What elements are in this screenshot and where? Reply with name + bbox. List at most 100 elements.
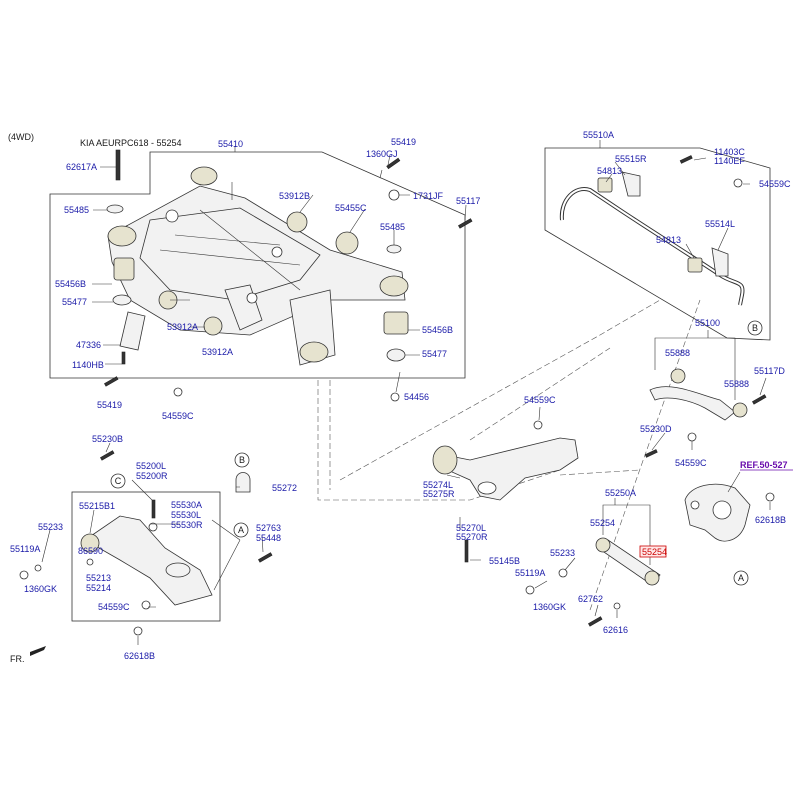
bolt-62617a-shape bbox=[115, 149, 121, 181]
label-nut-55119a-m: 55119A bbox=[515, 568, 545, 578]
label-bush-55274l: 55274L bbox=[423, 480, 453, 490]
label-bracket-55515r: 55515R bbox=[615, 154, 647, 164]
nut-55233-m-shape bbox=[558, 568, 568, 578]
label-bolt-55419-b: 55419 bbox=[97, 400, 122, 410]
circle-b-left-label: B bbox=[239, 455, 245, 465]
label-bolt-62762: 62762 bbox=[578, 594, 603, 604]
bolt-55230d-shape bbox=[644, 449, 658, 458]
label-arm-55213: 55213 bbox=[86, 573, 111, 583]
nut-54559c-l-shape bbox=[141, 600, 151, 610]
bush-55456b-r-shape bbox=[383, 311, 409, 335]
upper-arm-shape bbox=[649, 386, 736, 421]
bolt-11403c-shape bbox=[679, 155, 693, 164]
seat-55272-shape bbox=[235, 472, 251, 493]
stabilizer-group bbox=[544, 140, 771, 341]
label-nut-62618b-l: 62618B bbox=[124, 651, 155, 661]
model-label: KIA AEURPC618 - 55254 bbox=[80, 138, 182, 148]
bush-55456b-l-shape bbox=[113, 257, 135, 281]
bush-55455c-shape bbox=[335, 231, 359, 255]
label-clip-1360gk-m: 1360GK bbox=[533, 602, 566, 612]
label-stopper-55477-l: 55477 bbox=[62, 297, 87, 307]
label-bracket-55514l: 55514L bbox=[705, 219, 735, 229]
bolt-1140hb-shape bbox=[121, 351, 126, 365]
label-lower-assy: 55250A bbox=[605, 488, 636, 498]
label-clip-86590: 86590 bbox=[78, 546, 103, 556]
bolt-55117d-shape bbox=[752, 394, 767, 405]
bush-54813-b-shape bbox=[687, 257, 703, 273]
circle-b-left bbox=[234, 452, 250, 468]
label-bush-55455c: 55455C bbox=[335, 203, 367, 213]
label-arm-55214: 55214 bbox=[86, 583, 111, 593]
front-label: FR. bbox=[10, 654, 25, 664]
label-bush-55888-r: 55888 bbox=[724, 379, 749, 389]
label-nut-55119a-l: 55119A bbox=[10, 544, 40, 554]
label-bolt-55117d: 55117D bbox=[754, 366, 785, 376]
label-cap-55448: 55448 bbox=[256, 533, 281, 543]
label-seat-55272: 55272 bbox=[272, 483, 297, 493]
label-washer-55485-l: 55485 bbox=[64, 205, 89, 215]
label-nut-55233-l: 55233 bbox=[38, 522, 63, 532]
nut-54559c-m-shape bbox=[687, 432, 697, 442]
label-trail-arm-l: 55270L bbox=[456, 523, 486, 533]
label-stab-assy: 55510A bbox=[583, 130, 614, 140]
label-bush-55456b-r: 55456B bbox=[422, 325, 453, 335]
label-bush-55215b1: 55215B1 bbox=[79, 501, 115, 511]
bolt-55145b-shape bbox=[464, 539, 469, 563]
label-nut-54559c-l: 54559C bbox=[98, 602, 130, 612]
label-bush-53912a-r: 53912A bbox=[202, 347, 233, 357]
bush-55274l-shape bbox=[432, 445, 458, 475]
bush-54813-t-shape bbox=[597, 177, 613, 193]
label-ring-1731jf: 1731JF bbox=[413, 191, 444, 201]
ring-1731jf-shape bbox=[388, 189, 400, 201]
bush-53912b-shape bbox=[286, 211, 308, 233]
subframe-drawing bbox=[107, 166, 409, 366]
label-bolt-55117: 55117 bbox=[456, 196, 480, 206]
label-washer-55485-r: 55485 bbox=[380, 222, 405, 232]
label-bracket-47336: 47336 bbox=[76, 340, 101, 350]
label-link-55530l: 55530L bbox=[171, 510, 201, 520]
drive-type-label: (4WD) bbox=[8, 132, 34, 142]
label-nut-54559c-m: 54559C bbox=[675, 458, 707, 468]
label-bush-55888-l: 55888 bbox=[665, 348, 690, 358]
circle-a-left-label: A bbox=[238, 525, 244, 535]
nut-54559c-tr-shape bbox=[733, 178, 743, 188]
label-subframe: 55410 bbox=[218, 139, 243, 149]
nut-54559c-b-shape bbox=[173, 387, 183, 397]
nut-54456-shape bbox=[390, 392, 400, 402]
label-nut-54559c-tr: 54559C bbox=[759, 179, 791, 189]
lower-arm-55213-shape bbox=[84, 515, 213, 606]
circle-a-left bbox=[233, 522, 249, 538]
circle-a-knuckle-label: A bbox=[738, 573, 744, 583]
trailing-arm-shape bbox=[444, 437, 579, 501]
label-nut-54559c-b: 54559C bbox=[162, 411, 194, 421]
bush-53912a-r-shape bbox=[203, 316, 223, 336]
label-bush-54813-t: 54813 bbox=[597, 166, 622, 176]
label-bush-55275r: 55275R bbox=[423, 489, 455, 499]
washer-62616-shape bbox=[613, 602, 621, 610]
label-bolt-55419-t: 55419 bbox=[391, 137, 416, 147]
stabilizer-bar-shape bbox=[559, 187, 745, 306]
label-link-55530a: 55530A bbox=[171, 500, 202, 510]
circle-a-knuckle bbox=[733, 570, 749, 586]
trailing-arm-group bbox=[432, 406, 579, 563]
link-55200-shape bbox=[148, 522, 158, 532]
label-link-55200r: 55200R bbox=[136, 471, 168, 481]
label-bush-53912a-l: 53912A bbox=[167, 322, 198, 332]
washer-55485-r-shape bbox=[386, 244, 402, 254]
front-arrow: FR. bbox=[10, 646, 46, 664]
label-bolt-11403c: 11403C bbox=[714, 147, 745, 157]
bush-55888-l-shape bbox=[670, 368, 686, 384]
label-clip-1360gj: 1360GJ bbox=[366, 149, 398, 159]
nut-62618b-l-shape bbox=[133, 626, 143, 636]
label-link-55530r: 55530R bbox=[171, 520, 203, 530]
bracket-55514l-shape bbox=[711, 247, 729, 277]
lower-arm-group bbox=[525, 498, 661, 627]
circle-c bbox=[110, 473, 126, 489]
label-bolt-52763: 52763 bbox=[256, 523, 281, 533]
highlight-box bbox=[639, 545, 667, 558]
reference-label: REF.50-527 bbox=[740, 460, 788, 470]
label-trail-arm-r: 55270R bbox=[456, 532, 488, 542]
nut-55233-l-shape bbox=[34, 564, 42, 572]
washer-55485-l-shape bbox=[106, 204, 124, 214]
